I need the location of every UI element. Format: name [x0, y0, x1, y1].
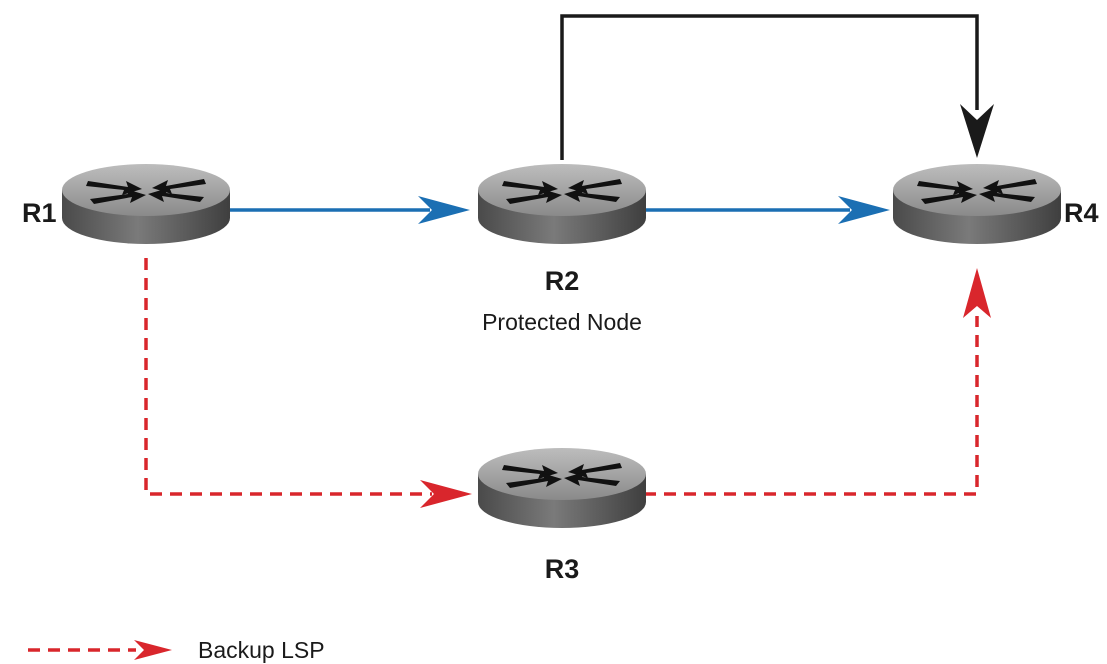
- backup-lsp-r3-r4: [644, 268, 991, 496]
- backup-lsp-r1-r3: [144, 258, 472, 508]
- router-label-r3: R3: [545, 554, 580, 584]
- primary-lsp-r1-r2: [228, 196, 470, 224]
- bypass-path: [560, 14, 994, 160]
- legend-label-backup-lsp: Backup LSP: [198, 637, 325, 663]
- protected-node-label: Protected Node: [482, 309, 642, 335]
- router-icon: [478, 448, 646, 528]
- router-r2: R2 Protected Node: [478, 164, 646, 335]
- router-icon: [893, 164, 1061, 244]
- primary-lsp-r2-r4: [644, 196, 890, 224]
- router-label-r4: R4: [1064, 198, 1099, 228]
- router-r1: R1: [22, 164, 230, 244]
- bypass-arrowhead: [960, 104, 994, 158]
- router-label-r1: R1: [22, 198, 57, 228]
- legend: Backup LSP: [28, 637, 325, 663]
- router-icon: [62, 164, 230, 244]
- legend-arrowhead: [134, 640, 172, 660]
- backup-arrowhead-2: [963, 268, 991, 318]
- primary-arrowhead-1: [418, 196, 470, 224]
- router-r4: R4: [893, 164, 1099, 244]
- router-label-r2: R2: [545, 266, 580, 296]
- primary-arrowhead-2: [838, 196, 890, 224]
- router-r3: R3: [478, 448, 646, 584]
- router-icon: [478, 164, 646, 244]
- backup-arrowhead-1: [420, 480, 472, 508]
